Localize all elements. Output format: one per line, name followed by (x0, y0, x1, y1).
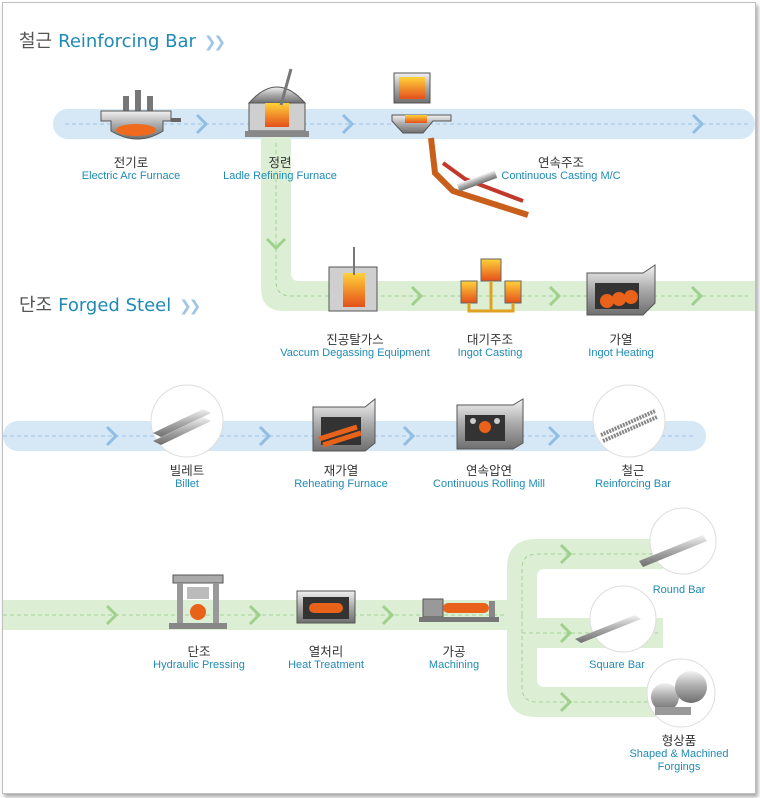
step-label-ko: 가공 (442, 644, 466, 659)
step-label-en: Ingot Casting (457, 347, 523, 359)
rolling-mill-illustration (456, 398, 524, 450)
square-bar-illustration (575, 585, 657, 653)
heat-treatment-illustration (296, 590, 356, 624)
arrow-chevron (265, 237, 287, 251)
step-label-continuous-rolling: 연속압연 Continuous Rolling Mill (433, 463, 545, 491)
step-label-en: Machining (428, 659, 480, 671)
process-flow-canvas (3, 68, 755, 728)
step-label-en: Ladle Refining Furnace (223, 170, 337, 182)
step-label-ko: 진공탈가스 (326, 332, 384, 347)
flow-arrows (105, 113, 705, 713)
step-label-ko: 연속압연 (465, 463, 513, 478)
step-label-en: Hydraulic Pressing (153, 659, 245, 671)
step-label-en: Ingot Heating (588, 347, 654, 359)
step-label-shaped-forgings: 형상품 Shaped & Machined Forgings (629, 733, 728, 774)
step-label-machining: 가공 Machining (429, 644, 479, 672)
arrow-chevron (195, 113, 209, 135)
section-title-en: Forged Steel (58, 295, 172, 316)
step-label-ko: 형상품 (661, 733, 697, 748)
ingot-heating-illustration (586, 264, 656, 316)
step-label-ko: 빌레트 (169, 463, 205, 478)
step-label-en-line2: Forgings (657, 761, 701, 774)
step-label-ko: 재가열 (323, 463, 359, 478)
arrow-chevron (559, 622, 573, 644)
step-label-en: Reheating Furnace (294, 478, 388, 490)
billet-illustration (150, 384, 224, 458)
step-label-en: Continuous Rolling Mill (433, 478, 545, 490)
step-label-electric-arc-furnace: 전기로 Electric Arc Furnace (82, 155, 180, 183)
step-label-en: Square Bar (589, 659, 645, 671)
step-label-ko: 가열 (609, 332, 633, 347)
step-label-en: Shaped & Machined (629, 748, 729, 760)
machining-illustration (419, 598, 499, 622)
arrow-chevron (548, 285, 562, 307)
step-label-en: Reinforcing Bar (595, 478, 671, 490)
step-label-ko: 연속주조 (537, 155, 585, 170)
flow-band-forged-branch (261, 124, 755, 311)
arrow-chevron (248, 604, 262, 626)
step-label-en: Round Bar (652, 584, 706, 596)
step-label-en: Vaccum Degassing Equipment (280, 347, 430, 359)
step-label-ko: 단조 (187, 644, 211, 659)
section-title-en: Reinforcing Bar (58, 31, 196, 52)
section-title-ko: 철근 (19, 31, 53, 52)
arrow-chevron (559, 691, 573, 713)
arrow-chevron (691, 113, 705, 135)
ladle-refining-furnace-illustration (245, 68, 309, 137)
step-label-ko: 대기주조 (466, 332, 514, 347)
reinforcing-bar-illustration (592, 384, 666, 458)
step-label-ko: 전기로 (113, 155, 149, 170)
vacuum-degassing-illustration (328, 247, 378, 312)
double-chevron-icon: ❯❯ (179, 297, 201, 315)
shaped-forging-illustration (646, 658, 716, 728)
arrow-chevron (105, 604, 119, 626)
step-label-en: Heat Treatment (288, 659, 364, 671)
reheating-furnace-illustration (312, 397, 376, 452)
electric-arc-furnace-illustration (100, 90, 181, 140)
arrow-chevron (402, 425, 416, 447)
continuous-casting-illustration (391, 72, 529, 218)
step-label-ko: 열처리 (308, 644, 344, 659)
step-label-billet: 빌레트 Billet (170, 463, 205, 491)
step-label-reinforcing-bar: 철근 Reinforcing Bar (595, 463, 671, 491)
step-label-ko: 철근 (621, 463, 645, 478)
step-label-en: Continuous Casting M/C (501, 170, 621, 182)
arrow-chevron (381, 604, 395, 626)
step-label-ingot-heating: 가열 Ingot Heating (588, 332, 653, 360)
step-label-ladle-refining: 정련 Ladle Refining Furnace (223, 155, 337, 183)
arrow-chevron (690, 285, 704, 307)
ingot-casting-illustration (460, 258, 522, 313)
hydraulic-press-illustration (169, 574, 227, 629)
step-label-reheating-furnace: 재가열 Reheating Furnace (294, 463, 388, 491)
step-label-ko: 정련 (268, 155, 292, 170)
arrow-chevron (258, 425, 272, 447)
step-label-continuous-casting: 연속주조 Continuous Casting M/C (501, 155, 620, 183)
arrow-chevron (341, 113, 355, 135)
round-bar-illustration (639, 507, 717, 575)
step-label-ingot-casting: 대기주조 Ingot Casting (458, 332, 523, 360)
double-chevron-icon: ❯❯ (203, 33, 226, 51)
step-label-square-bar: Square Bar (589, 659, 645, 672)
arrow-chevron (547, 425, 561, 447)
arrow-chevron (559, 543, 573, 565)
step-label-hydraulic-pressing: 단조 Hydraulic Pressing (153, 644, 245, 672)
step-label-heat-treatment: 열처리 Heat Treatment (288, 644, 364, 672)
step-label-round-bar: Round Bar (653, 584, 706, 597)
arrow-chevron (105, 425, 119, 447)
step-label-en: Electric Arc Furnace (81, 170, 181, 182)
arrow-chevron (410, 285, 424, 307)
step-label-en: Billet (175, 478, 199, 490)
section-title-ko: 단조 (19, 295, 53, 316)
step-label-vacuum-degassing: 진공탈가스 Vaccum Degassing Equipment (280, 332, 430, 360)
